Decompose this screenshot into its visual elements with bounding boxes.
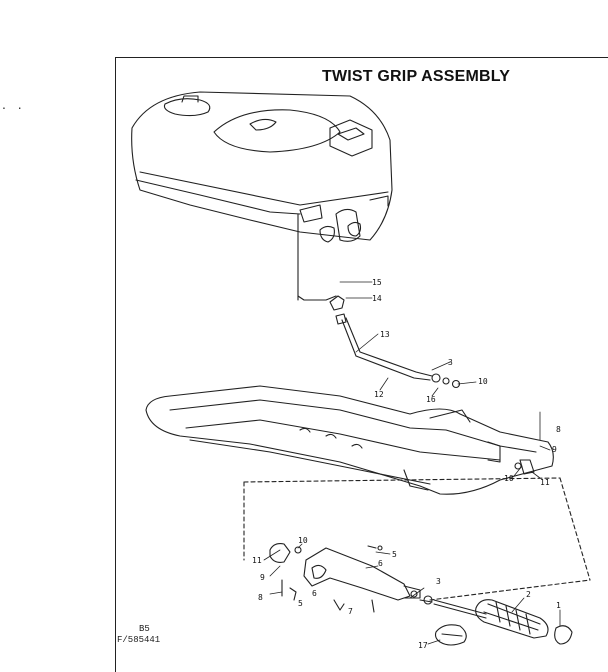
callout-5: 5 [298,599,303,608]
callout-15: 15 [372,278,382,287]
callout-3: 3 [448,358,453,367]
callout-12: 12 [374,390,384,399]
page-code: B5 [139,624,150,634]
callout-10: 10 [298,536,308,545]
callout-9: 9 [260,573,265,582]
explode-outline [243,477,591,601]
callout-1: 1 [556,601,561,610]
callout-8: 8 [258,593,263,602]
callout-10: 10 [504,474,514,483]
figure-code: F/585441 [117,635,161,645]
callout-10: 10 [478,377,488,386]
callout-6: 6 [378,559,383,568]
corner-mark: . . [2,96,26,112]
callout-7: 7 [348,607,353,616]
tiller-frame [145,385,554,495]
callout-labels: 15 14 13 12 3 16 10 8 9 10 11 10 6 5 11 … [252,278,561,650]
callout-14: 14 [372,294,382,303]
callout-11: 11 [252,556,262,565]
twist-grip [434,599,573,646]
callout-13: 13 [380,330,390,339]
callout-9: 9 [552,445,557,454]
callout-17: 17 [418,641,428,650]
engine-housing [131,91,393,301]
callout-5: 5 [392,550,397,559]
callout-6: 6 [312,589,317,598]
callout-2: 2 [526,590,531,599]
callout-16: 16 [426,395,436,404]
diagram-frame [115,57,608,672]
linkage-rod-assembly [297,295,461,389]
handle-small-parts [281,545,383,613]
callout-3: 3 [436,577,441,586]
leader-lines [263,281,561,645]
callout-11: 11 [540,478,550,487]
callout-8: 8 [556,425,561,434]
diagram-title: TWIST GRIP ASSEMBLY [322,68,511,85]
